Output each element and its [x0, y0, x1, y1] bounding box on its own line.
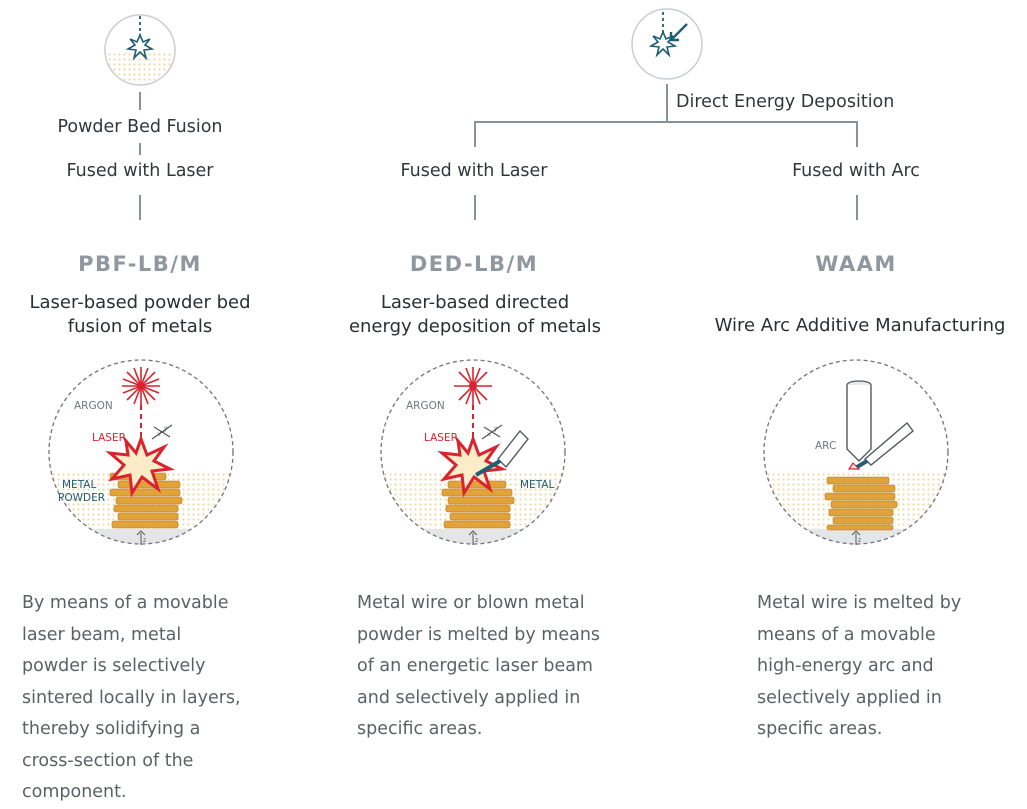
ded-description-line: powder is melted by means	[357, 624, 601, 645]
waam-description-line: Metal wire is melted by	[757, 593, 962, 613]
ded-argon-label: ARGON	[406, 400, 445, 412]
ded-description-line: of an energetic laser beam	[357, 656, 593, 676]
waam-description-line: means of a movable	[757, 624, 936, 645]
pbf-description-line: sintered locally in layers,	[22, 687, 241, 708]
pbf-axis-x-label: x	[157, 431, 161, 438]
pbf-axis-z-label: z	[143, 537, 146, 544]
ded-description-line: specific areas.	[357, 719, 483, 739]
waam-description-line: specific areas.	[757, 719, 883, 739]
ded-axis-x-label: x	[487, 431, 491, 438]
ded-arc-branch-line	[856, 121, 858, 147]
ded-description-line: and selectively applied in	[357, 687, 581, 708]
waam-description: Metal wire is melted by means of a movab…	[757, 588, 1017, 746]
waam-connector-bottom	[856, 195, 858, 220]
waam-arc-label: ARC	[815, 440, 836, 452]
pbf-category-label: Powder Bed Fusion	[57, 117, 223, 137]
ded-connector-top	[666, 84, 668, 122]
pbf-axis-y-label: y	[164, 425, 168, 432]
pbf-argon-label: ARGON	[74, 400, 113, 412]
pbf-description-line: cross-section of the	[22, 750, 194, 771]
ded-laser-connector-bottom	[474, 195, 476, 220]
ded-laser-branch-line	[474, 121, 476, 147]
ded-fullname: Laser-based directed energy deposition o…	[320, 291, 630, 340]
waam-fullname: Wire Arc Additive Manufacturing	[714, 315, 1006, 336]
pbf-description-line: laser beam, metal	[22, 624, 182, 645]
pbf-fullname-line1: Laser-based powder bed	[29, 292, 251, 313]
ded-metal-label: METAL	[520, 479, 554, 491]
pbf-description-line: component.	[22, 782, 127, 802]
pbf-description-line: By means of a movable	[22, 593, 229, 613]
pbf-powder-label: POWDER	[58, 492, 105, 504]
ded-laser-method-label: Fused with Laser	[400, 161, 548, 181]
ded-branch-line	[474, 121, 858, 123]
pbf-connector-mid	[139, 143, 141, 155]
waam-description-line: selectively applied in	[757, 687, 942, 708]
pbf-laser-label: LASER	[92, 432, 126, 444]
waam-axis-z-label: z	[858, 537, 861, 544]
pbf-metal-label: METAL	[62, 479, 96, 491]
ded-fullname-line2: energy deposition of metals	[348, 316, 602, 338]
pbf-connector-bottom	[139, 195, 141, 220]
ded-description: Metal wire or blown metal powder is melt…	[357, 588, 657, 746]
ded-axis-y-label: y	[494, 425, 498, 432]
pbf-description: By means of a movable laser beam, metal …	[22, 588, 302, 809]
pbf-fullname-line2: fusion of metals	[67, 316, 213, 338]
ded-fullname-line1: Laser-based directed	[380, 292, 570, 313]
pbf-connector-top	[139, 92, 141, 110]
pbf-method-label: Fused with Laser	[66, 161, 214, 181]
ded-laser-label: LASER	[424, 432, 458, 444]
pbf-illustration: x y z ARGON LASER METAL POWDER	[48, 359, 234, 545]
ded-illustration: x y z ARGON LASER METAL	[380, 359, 566, 545]
ded-arc-method-label: Fused with Arc	[792, 161, 920, 181]
ded-acronym: DED-LB/M	[409, 252, 539, 276]
ded-process-icon	[631, 8, 703, 80]
waam-illustration: z ARC	[763, 359, 949, 545]
ded-category-label: Direct Energy Deposition	[676, 92, 895, 112]
waam-acronym: WAAM	[815, 252, 897, 276]
pbf-fullname: Laser-based powder bed fusion of metals	[0, 291, 280, 340]
pbf-description-line: powder is selectively	[22, 656, 206, 676]
pbf-acronym: PBF-LB/M	[78, 252, 202, 276]
waam-description-line: high-energy arc and	[757, 656, 934, 676]
pbf-description-line: thereby solidifying a	[22, 719, 201, 739]
pbf-process-icon	[104, 14, 176, 86]
ded-axis-z-label: z	[475, 537, 478, 544]
ded-description-line: Metal wire or blown metal	[357, 593, 585, 613]
